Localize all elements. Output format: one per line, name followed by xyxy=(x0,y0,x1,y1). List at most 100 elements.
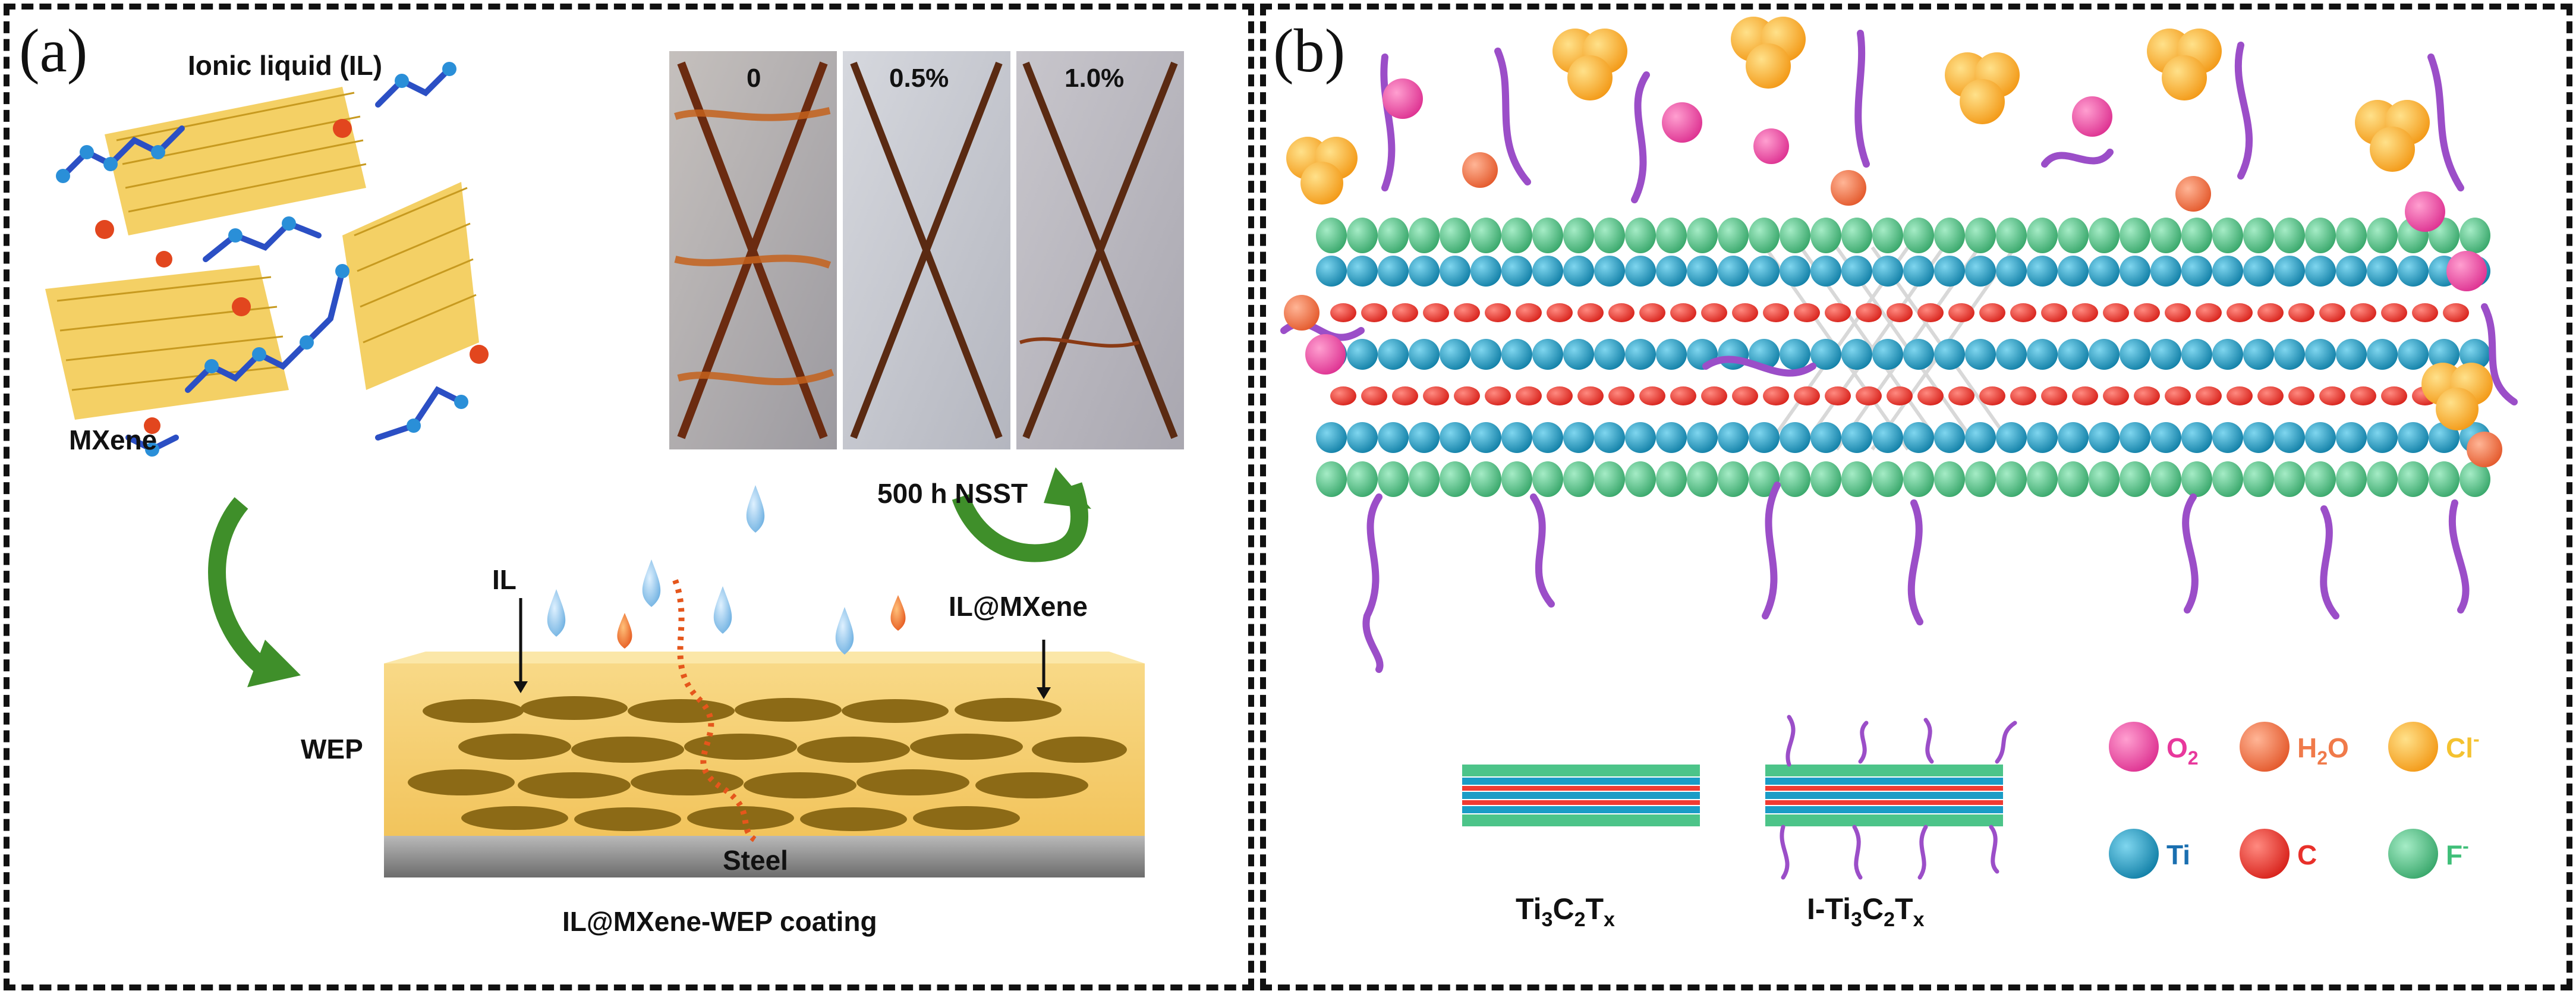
il-label: IL xyxy=(492,564,517,595)
c-atom xyxy=(1547,303,1573,322)
f-atom xyxy=(2367,461,2398,497)
photo-label-0: 0 xyxy=(747,64,761,93)
f-atom xyxy=(1347,218,1378,253)
ti-atom xyxy=(1965,339,1996,370)
ti-atom xyxy=(2058,256,2089,287)
c-atom xyxy=(2072,303,2098,322)
c-atom xyxy=(1516,386,1542,405)
f-atom xyxy=(1810,461,1841,497)
f-atom xyxy=(1872,218,1903,253)
c-atom xyxy=(1794,303,1820,322)
ti-atom xyxy=(1594,339,1625,370)
f-atom xyxy=(1501,218,1532,253)
ti-atom xyxy=(1440,422,1470,453)
c-atom xyxy=(1608,386,1635,405)
f-atom xyxy=(2150,461,2181,497)
f-atom xyxy=(1903,218,1934,253)
nsst-photo-05: 0.5% xyxy=(843,51,1010,449)
ti-atom xyxy=(1501,339,1532,370)
mxene-sheet-3 xyxy=(342,182,479,390)
f-atom xyxy=(2212,461,2243,497)
svg-text:I-Ti3C2Tx: I-Ti3C2Tx xyxy=(1807,892,1925,931)
legend-o2-label: O2 xyxy=(2166,732,2199,769)
ti-atom xyxy=(2305,256,2336,287)
f-atom xyxy=(2089,218,2120,253)
ti-atom xyxy=(2212,256,2243,287)
ti-atom xyxy=(2336,256,2367,287)
f-atom xyxy=(1780,461,1810,497)
o2-molecules xyxy=(1305,78,2487,375)
f-atom xyxy=(2027,461,2058,497)
ti-atom xyxy=(1378,422,1409,453)
legend-ti-label: Ti xyxy=(2166,839,2190,870)
f-atom xyxy=(1440,461,1470,497)
ti-atom xyxy=(1347,339,1378,370)
photo-label-05: 0.5% xyxy=(889,64,949,93)
steel-label: Steel xyxy=(723,845,788,876)
f-atom xyxy=(1780,218,1810,253)
ti-atom xyxy=(1594,422,1625,453)
f-atom xyxy=(1563,218,1594,253)
ti-atom xyxy=(1687,422,1718,453)
c-atom xyxy=(1825,386,1851,405)
c-atom xyxy=(1979,386,2005,405)
ti-atom xyxy=(1470,256,1501,287)
f-atom xyxy=(2089,461,2120,497)
f-atom xyxy=(1687,218,1718,253)
legend-o2-swatch xyxy=(2109,722,2159,772)
panel-a-illustration: Ionic liquid (IL) MXene 0 0.5% 1.0% xyxy=(45,50,1184,937)
ti-atom xyxy=(1501,422,1532,453)
ti-atom xyxy=(1625,256,1656,287)
ti-atom xyxy=(1749,422,1780,453)
c-atom xyxy=(1825,303,1851,322)
ti-atom xyxy=(2274,422,2305,453)
c-atom xyxy=(1732,386,1758,405)
f-atom xyxy=(1378,218,1409,253)
f-atom xyxy=(1409,218,1440,253)
f-atom xyxy=(1625,218,1656,253)
c-atom xyxy=(1392,386,1418,405)
ti-atom xyxy=(1378,339,1409,370)
ti-atom xyxy=(1841,339,1872,370)
c-atom xyxy=(1887,303,1913,322)
ti-atom xyxy=(2120,422,2150,453)
legend-cl-label: Cl- xyxy=(2446,728,2480,763)
ti-atom xyxy=(1470,339,1501,370)
f-atom xyxy=(1532,218,1563,253)
ti-atom xyxy=(1749,256,1780,287)
ti-atom xyxy=(1563,339,1594,370)
c-row-2 xyxy=(1330,386,2469,405)
c-atom xyxy=(2041,303,2067,322)
f-atom xyxy=(1749,461,1780,497)
f-atom xyxy=(1903,461,1934,497)
ti-atom xyxy=(1810,422,1841,453)
panel-b: Ti3C2Tx I-Ti3C2Tx O2 H2O Cl- Ti C F- (b) xyxy=(1260,4,2572,990)
c-atom xyxy=(1979,303,2005,322)
f-atom xyxy=(2058,218,2089,253)
c-atom xyxy=(1516,303,1542,322)
c-atom xyxy=(2227,303,2253,322)
f-atom xyxy=(1316,218,1347,253)
f-atom xyxy=(2150,218,2181,253)
ti-atom xyxy=(2367,339,2398,370)
nsst-photo-10: 1.0% xyxy=(1016,51,1184,449)
f-atom xyxy=(1378,461,1409,497)
c-atom xyxy=(1547,386,1573,405)
ti-row-3 xyxy=(1316,422,2490,453)
c-atom xyxy=(2319,303,2345,322)
f-atom xyxy=(1594,461,1625,497)
ti-atom xyxy=(2212,422,2243,453)
ti-atom xyxy=(1656,339,1687,370)
ti-atom xyxy=(1687,256,1718,287)
ti-atom xyxy=(2398,339,2429,370)
f-atom xyxy=(1347,461,1378,497)
ti-atom xyxy=(1903,256,1934,287)
panel-b-illustration: Ti3C2Tx I-Ti3C2Tx O2 H2O Cl- Ti C F- xyxy=(1280,17,2518,931)
f-atom xyxy=(1934,461,1965,497)
ti-atom xyxy=(1532,422,1563,453)
f-atom xyxy=(1316,461,1347,497)
mxene-label: MXene xyxy=(69,424,157,455)
c-atom xyxy=(1639,386,1665,405)
ionic-liquid-label: Ionic liquid (IL) xyxy=(188,50,382,81)
c-atom xyxy=(2288,303,2314,322)
